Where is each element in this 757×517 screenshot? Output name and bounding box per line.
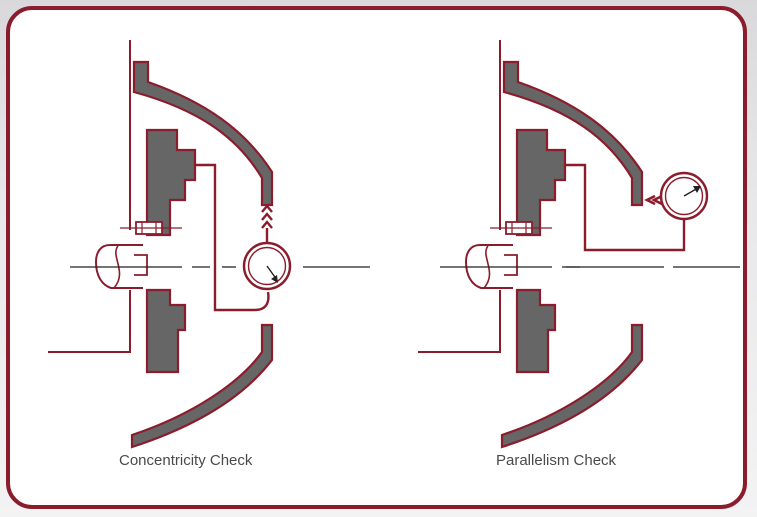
parallelism-check-diagram [416, 38, 740, 449]
dial-gauge-icon [242, 241, 292, 291]
concentricity-check-caption: Concentricity Check [119, 452, 253, 469]
concentricity-check-diagram [46, 38, 370, 449]
dial-gauge-icon [659, 171, 709, 221]
parallelism-check-caption: Parallelism Check [496, 452, 617, 469]
